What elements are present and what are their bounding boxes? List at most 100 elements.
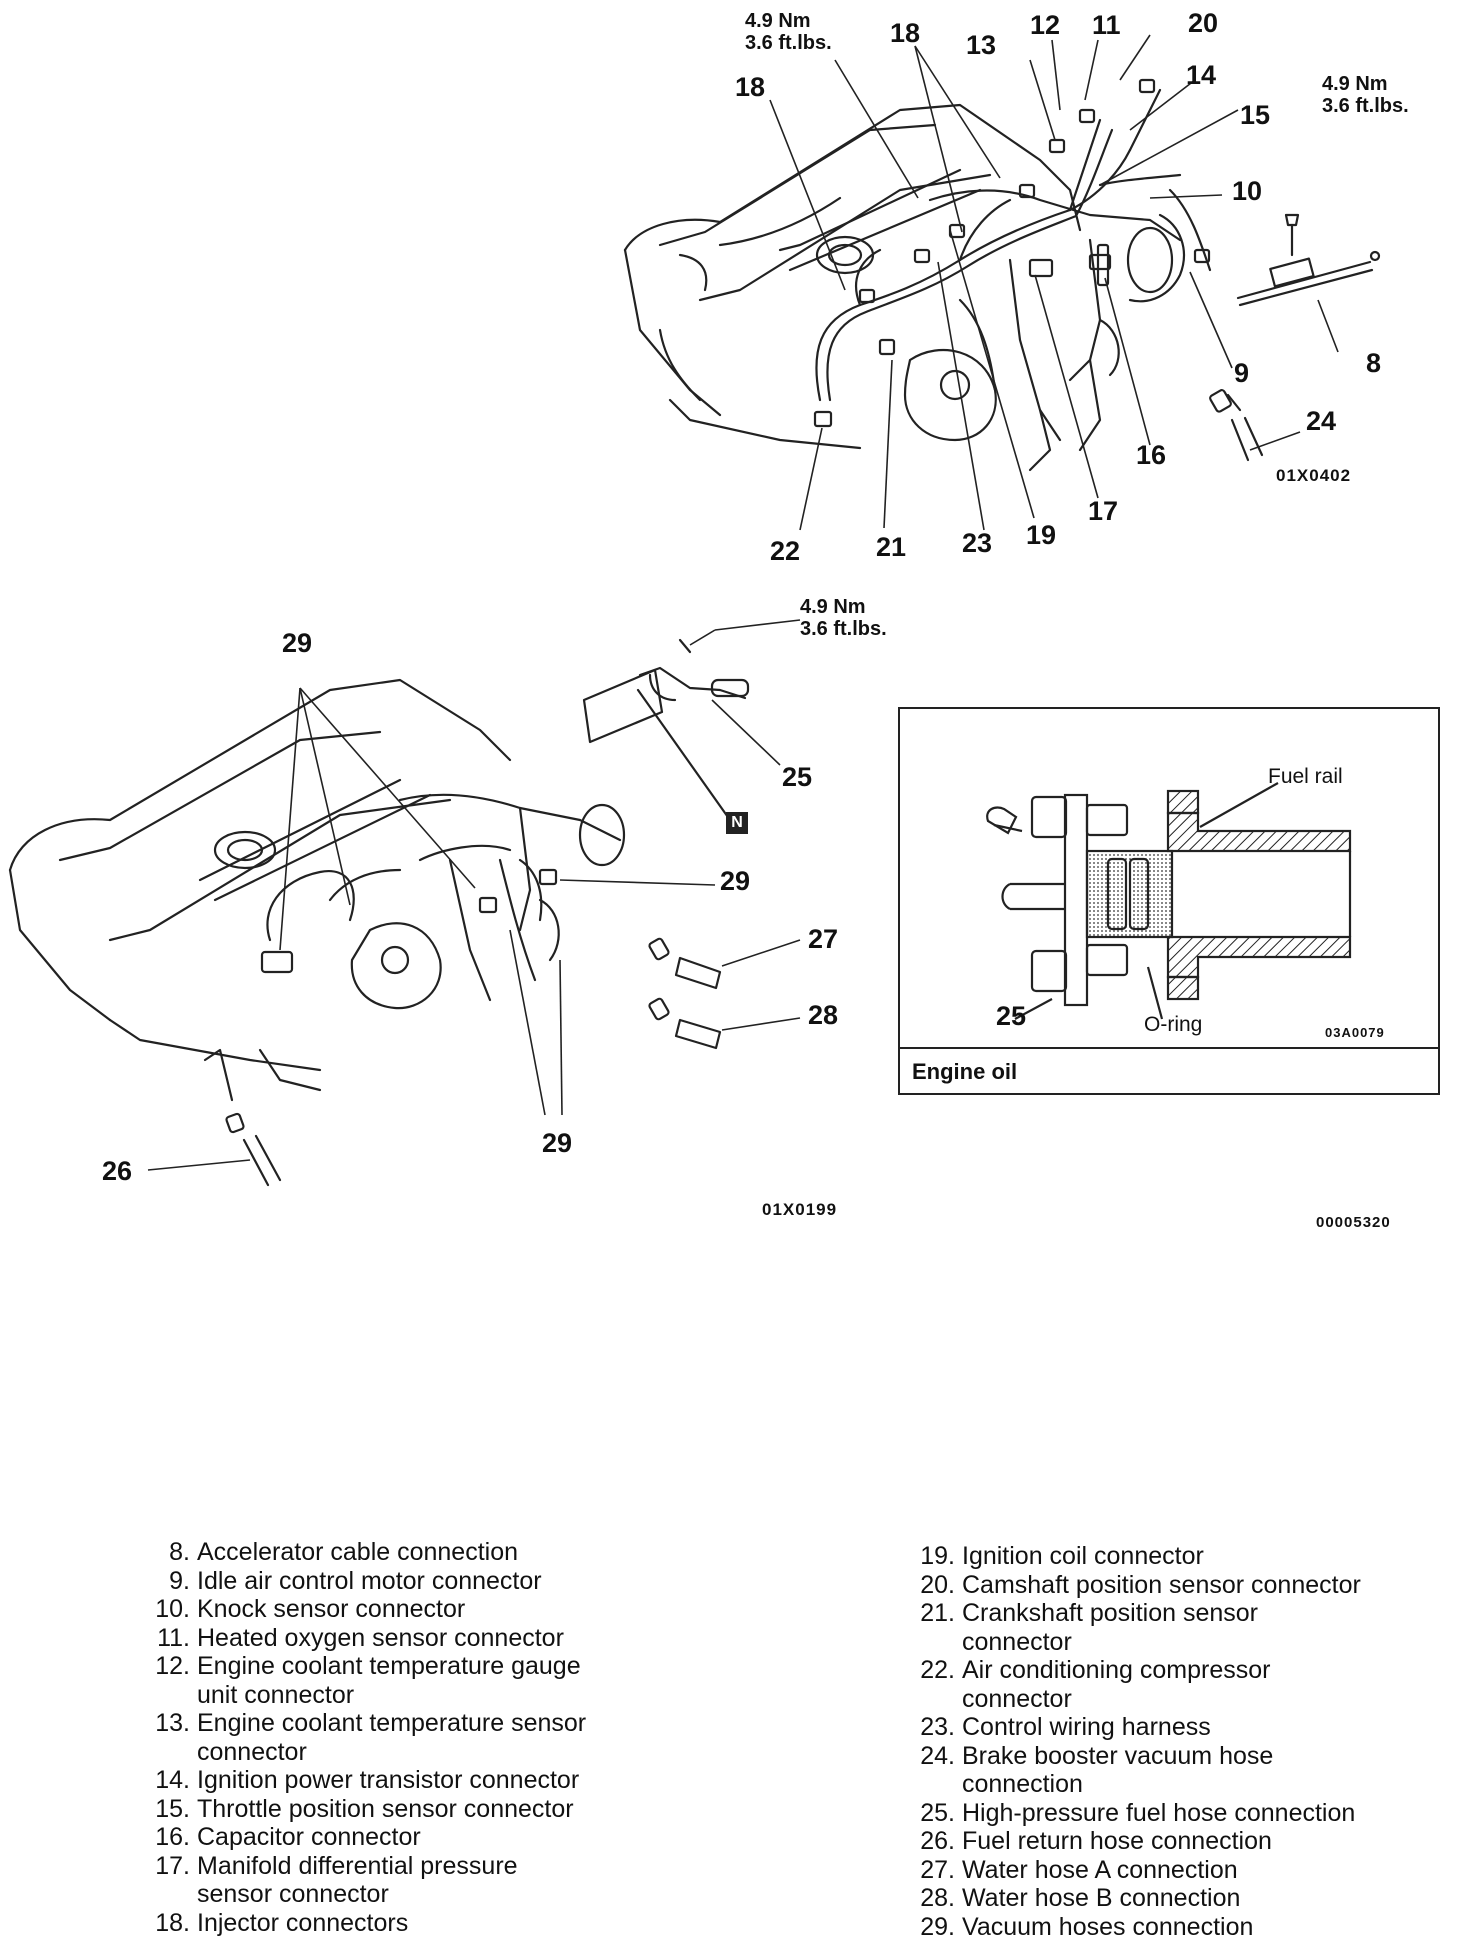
legend-item: 10.Knock sensor connector — [140, 1595, 700, 1624]
o-ring-label: O-ring — [1144, 1013, 1202, 1037]
bottom-figure-code: 01X0199 — [762, 1200, 837, 1220]
legend-item-text: Manifold differential pressure sensor co… — [197, 1852, 518, 1909]
legend-item-text: Vacuum hoses connection — [962, 1913, 1253, 1941]
legend-item-number: 14. — [140, 1766, 197, 1795]
legend-item-number: 22. — [905, 1656, 962, 1713]
legend-item-text: Engine coolant temperature sensor connec… — [197, 1709, 586, 1766]
legend-item: 12.Engine coolant temperature gauge unit… — [140, 1652, 700, 1709]
legend-item-text: Crankshaft position sensor connector — [962, 1599, 1258, 1656]
callout-29-right: 29 — [720, 866, 750, 897]
legend-item-number: 13. — [140, 1709, 197, 1766]
legend-item-text: Throttle position sensor connector — [197, 1795, 574, 1824]
legend-item: 15.Throttle position sensor connector — [140, 1795, 700, 1824]
legend-item-text: Camshaft position sensor connector — [962, 1571, 1361, 1600]
legend-item-text: Air conditioning compressor connector — [962, 1656, 1270, 1713]
legend-item-text: Ignition power transistor connector — [197, 1766, 579, 1795]
legend-item-text: Water hose B connection — [962, 1884, 1240, 1913]
legend-item-number: 23. — [905, 1713, 962, 1742]
legend-item-text: Ignition coil connector — [962, 1542, 1204, 1571]
legend-item-number: 11. — [140, 1624, 197, 1653]
callout-16: 16 — [1136, 440, 1166, 471]
legend-item-text: Brake booster vacuum hose connection — [962, 1742, 1273, 1799]
legend-item-number: 20. — [905, 1571, 962, 1600]
legend-item-number: 9. — [140, 1567, 197, 1596]
legend-item-text: Injector connectors — [197, 1909, 408, 1938]
legend-item: 19.Ignition coil connector — [905, 1542, 1445, 1571]
legend-item: 22.Air conditioning compressor connector — [905, 1656, 1445, 1713]
legend-item-text: Knock sensor connector — [197, 1595, 465, 1624]
legend-item-number: 8. — [140, 1538, 197, 1567]
legend-item-number: 25. — [905, 1799, 962, 1828]
fuel-rail-inset: Fuel rail O-ring 25 03A0079 Engine oil — [898, 707, 1440, 1095]
callout-18-center: 18 — [890, 18, 920, 49]
torque-label-top-left: 4.9 Nm 3.6 ft.lbs. — [745, 10, 832, 54]
engine-oil-label: Engine oil — [912, 1059, 1017, 1085]
fuel-rail-cross-section — [900, 709, 1438, 1049]
legend-item-number: 18. — [140, 1909, 197, 1938]
legend-item: 11.Heated oxygen sensor connector — [140, 1624, 700, 1653]
legend-item-text: Capacitor connector — [197, 1823, 421, 1852]
torque-label-bottom: 4.9 Nm 3.6 ft.lbs. — [800, 596, 887, 640]
inset-callout-25: 25 — [996, 1001, 1026, 1032]
legend-item: 13.Engine coolant temperature sensor con… — [140, 1709, 700, 1766]
legend-item: 25.High-pressure fuel hose connection — [905, 1799, 1445, 1828]
top-figure-code: 01X0402 — [1276, 466, 1351, 486]
inset-caption: Engine oil — [900, 1047, 1438, 1093]
legend-item-text: High-pressure fuel hose connection — [962, 1799, 1355, 1828]
callout-17: 17 — [1088, 496, 1118, 527]
callout-26: 26 — [102, 1156, 132, 1187]
callout-9: 9 — [1234, 358, 1249, 389]
callout-8: 8 — [1366, 348, 1381, 379]
legend-item-text: Water hose A connection — [962, 1856, 1238, 1885]
legend-item: 16.Capacitor connector — [140, 1823, 700, 1852]
legend-item-text: Accelerator cable connection — [197, 1538, 518, 1567]
legend-item-number: 24. — [905, 1742, 962, 1799]
legend-item: 23.Control wiring harness — [905, 1713, 1445, 1742]
inset-code: 03A0079 — [1325, 1025, 1385, 1040]
legend-item: 9.Idle air control motor connector — [140, 1567, 700, 1596]
legend-item-text: Fuel return hose connection — [962, 1827, 1272, 1856]
callout-18-left: 18 — [735, 72, 765, 103]
torque-label-top-right: 4.9 Nm 3.6 ft.lbs. — [1322, 73, 1409, 117]
legend-item-text: Heated oxygen sensor connector — [197, 1624, 564, 1653]
legend-item-number: 16. — [140, 1823, 197, 1852]
callout-22: 22 — [770, 536, 800, 567]
n-marker: N — [726, 812, 748, 834]
legend-item-text: Control wiring harness — [962, 1713, 1211, 1742]
legend-item-number: 12. — [140, 1652, 197, 1709]
callout-20: 20 — [1188, 8, 1218, 39]
legend-item: 27.Water hose A connection — [905, 1856, 1445, 1885]
legend-item-number: 27. — [905, 1856, 962, 1885]
callout-12: 12 — [1030, 10, 1060, 41]
legend-item-number: 29. — [905, 1913, 962, 1941]
page-code: 00005320 — [1316, 1214, 1391, 1231]
legend-item-number: 28. — [905, 1884, 962, 1913]
callout-14: 14 — [1186, 60, 1216, 91]
legend-item: 18.Injector connectors — [140, 1909, 700, 1938]
legend-item: 26.Fuel return hose connection — [905, 1827, 1445, 1856]
callout-29-bottom: 29 — [542, 1128, 572, 1159]
legend-item-number: 26. — [905, 1827, 962, 1856]
callout-13: 13 — [966, 30, 996, 61]
fuel-rail-label: Fuel rail — [1268, 765, 1343, 789]
callout-21: 21 — [876, 532, 906, 563]
callout-25: 25 — [782, 762, 812, 793]
legend-item-number: 19. — [905, 1542, 962, 1571]
legend-item: 28.Water hose B connection — [905, 1884, 1445, 1913]
legend-item-text: Engine coolant temperature gauge unit co… — [197, 1652, 581, 1709]
callout-28: 28 — [808, 1000, 838, 1031]
legend-item-number: 10. — [140, 1595, 197, 1624]
callout-10: 10 — [1232, 176, 1262, 207]
callout-29-top: 29 — [282, 628, 312, 659]
legend-item: 20.Camshaft position sensor connector — [905, 1571, 1445, 1600]
legend-item: 24.Brake booster vacuum hose connection — [905, 1742, 1445, 1799]
callout-15: 15 — [1240, 100, 1270, 131]
legend-item: 29.Vacuum hoses connection — [905, 1913, 1445, 1941]
callout-19: 19 — [1026, 520, 1056, 551]
callout-27: 27 — [808, 924, 838, 955]
callout-24: 24 — [1306, 406, 1336, 437]
legend-item: 17.Manifold differential pressure sensor… — [140, 1852, 700, 1909]
callout-23: 23 — [962, 528, 992, 559]
